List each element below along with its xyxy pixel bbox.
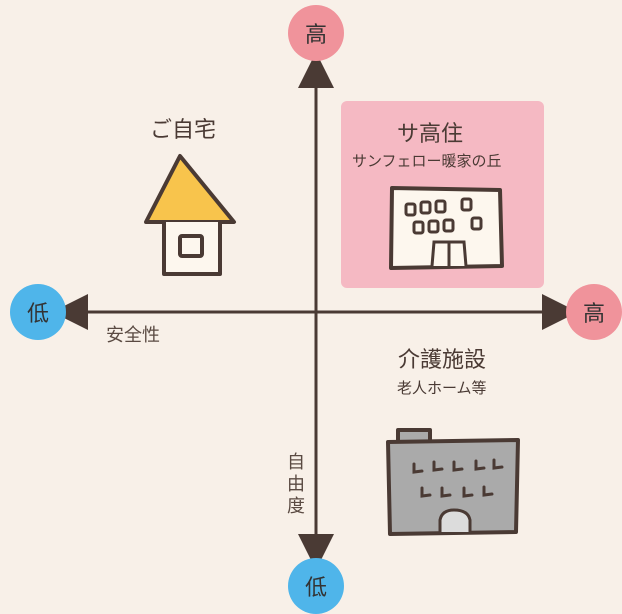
apartment-building-icon <box>389 186 504 270</box>
y-axis-high-marker: 高 <box>288 5 344 61</box>
sakoju-subtitle: サンフェロー暖家の丘 <box>352 152 502 170</box>
y-axis-label: 自由度 <box>287 452 305 517</box>
x-axis-low-label: 低 <box>26 302 49 327</box>
x-axis-high-marker: 高 <box>566 284 622 340</box>
home-title: ご自宅 <box>150 118 217 143</box>
house-icon <box>144 154 236 276</box>
care-facility-building-icon <box>386 428 520 536</box>
x-axis-low-marker: 低 <box>10 284 66 340</box>
care-facility-title: 介護施設 <box>398 348 487 373</box>
x-axis-label: 安全性 <box>106 325 160 346</box>
care-facility-subtitle: 老人ホーム等 <box>397 379 487 397</box>
sakoju-title: サ高住 <box>397 122 464 147</box>
y-axis-low-marker: 低 <box>288 558 344 614</box>
y-axis-low-label: 低 <box>304 576 327 601</box>
x-axis-high-label: 高 <box>582 302 605 327</box>
y-axis-high-label: 高 <box>304 23 327 48</box>
